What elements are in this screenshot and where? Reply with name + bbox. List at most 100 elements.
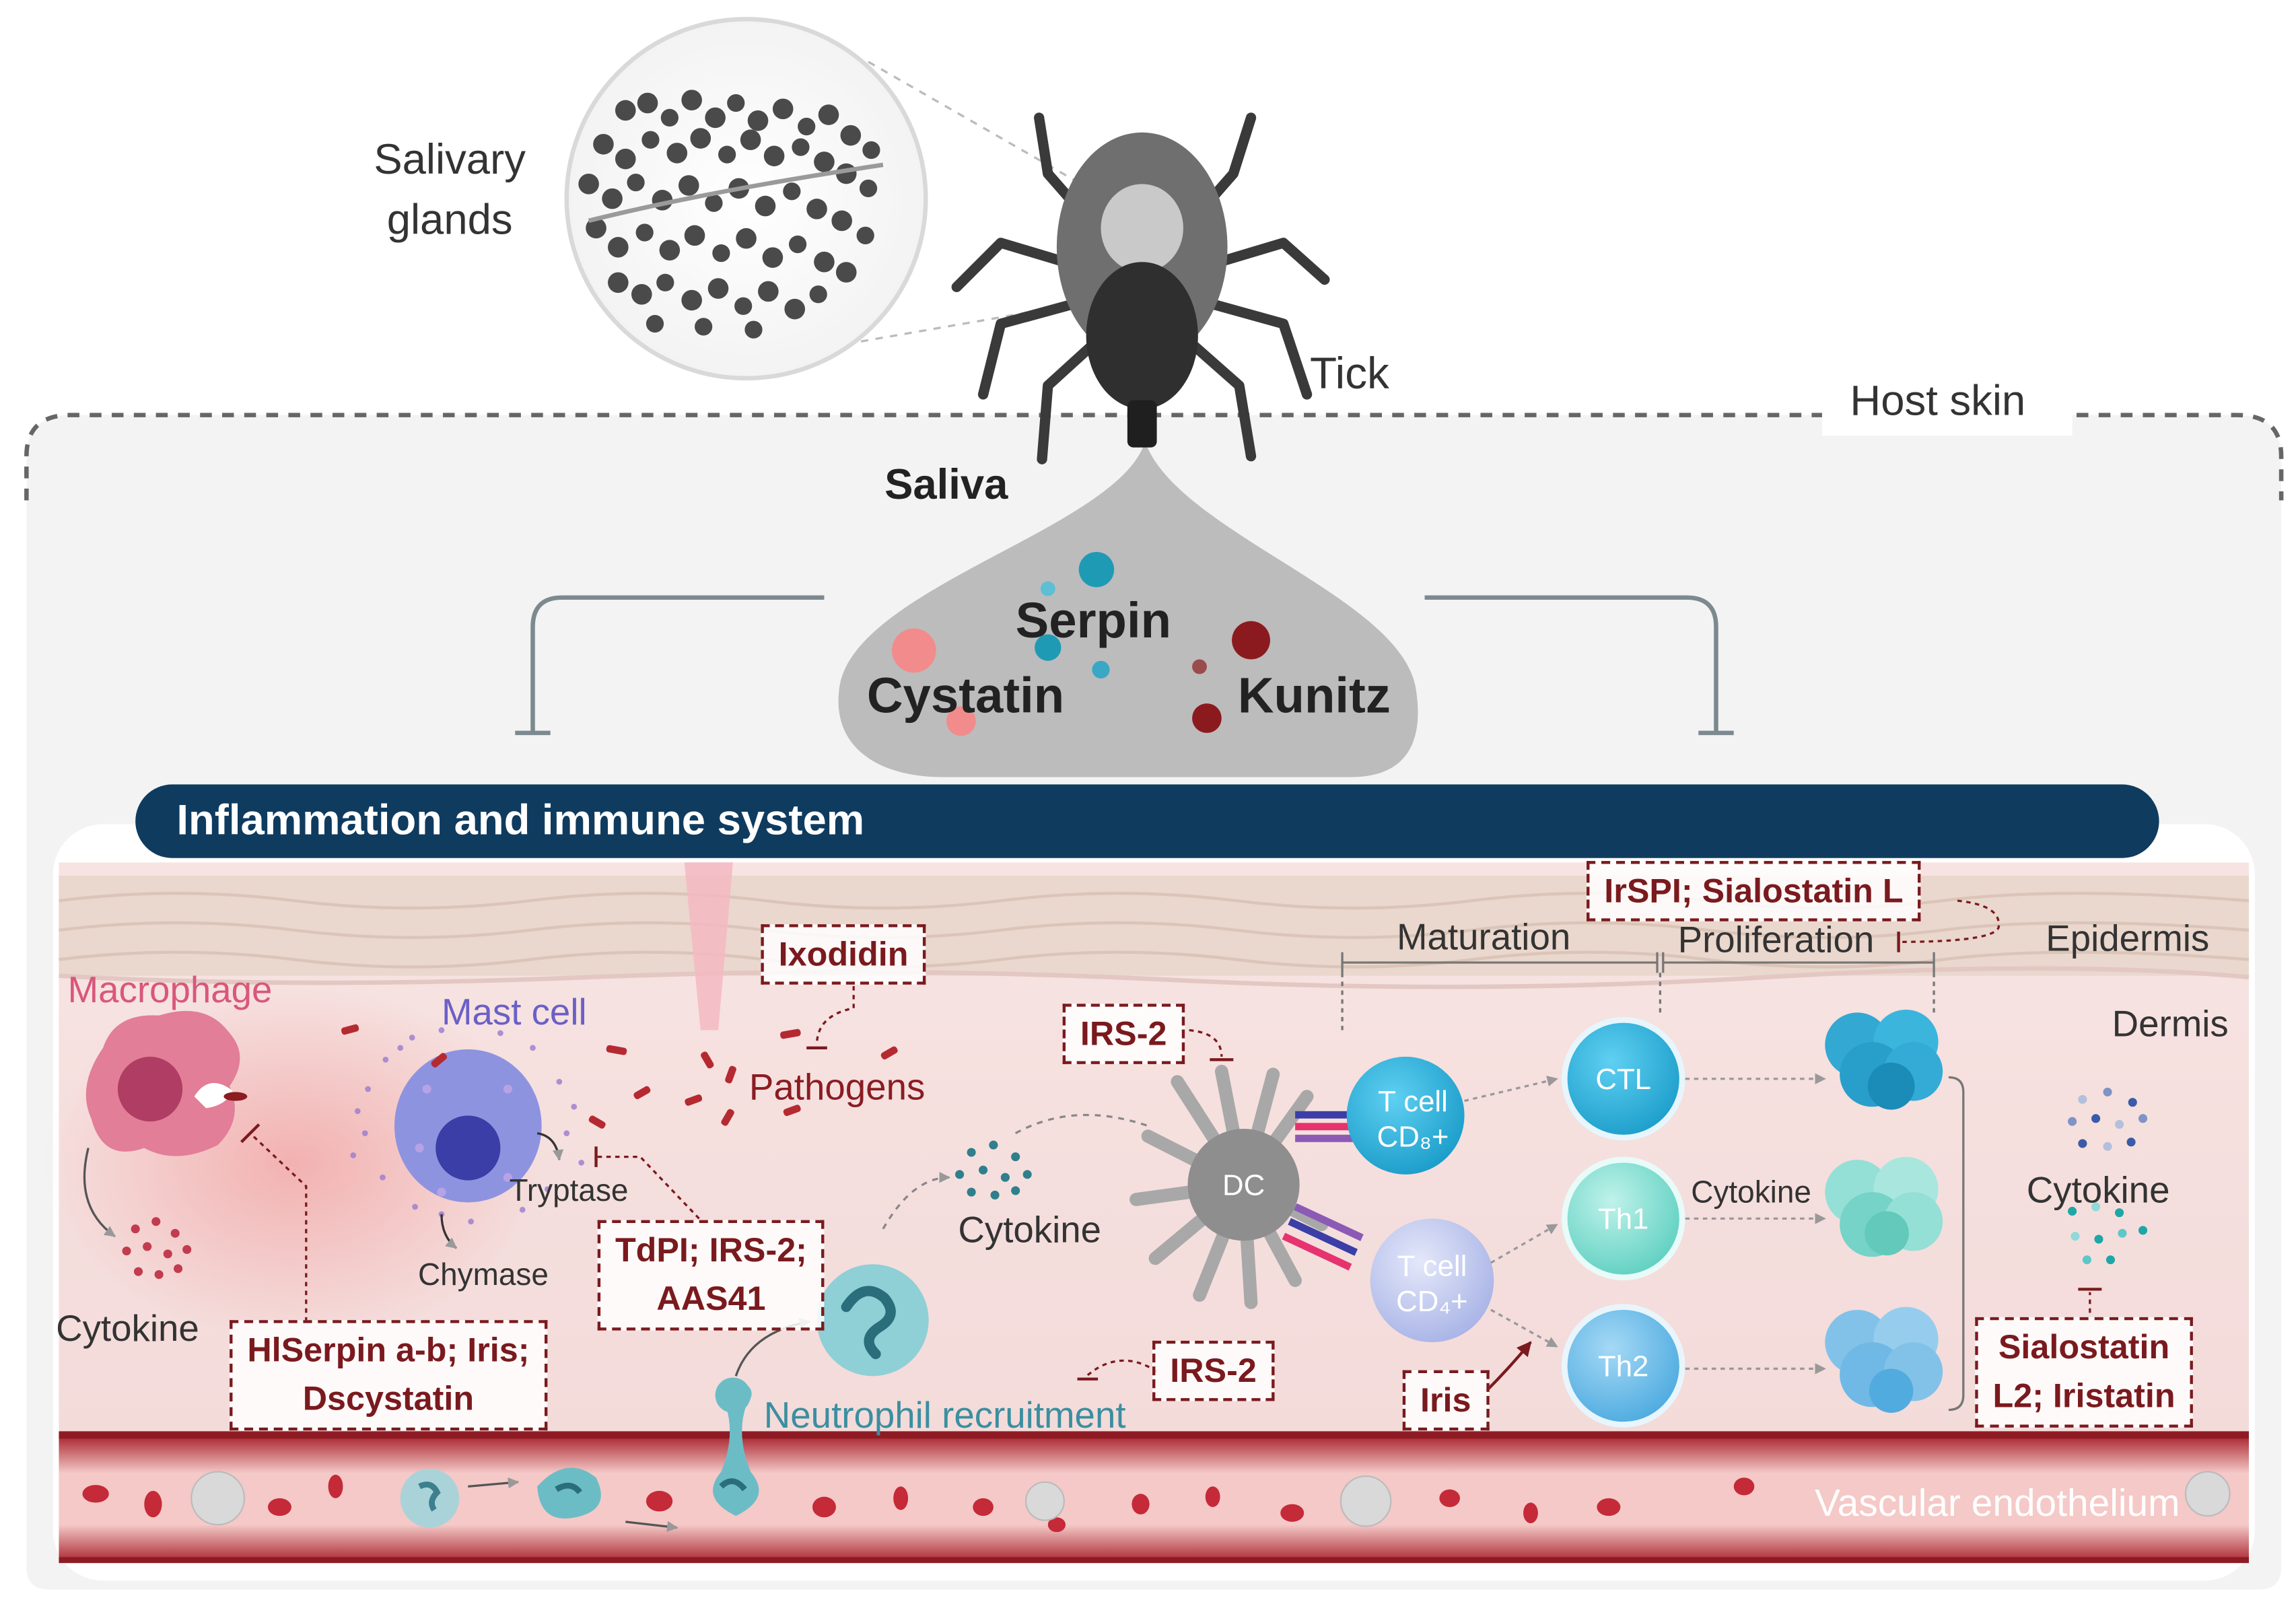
serpin-molecule xyxy=(1092,660,1110,678)
tcell-cd4-line1: T cell xyxy=(1397,1251,1467,1284)
neutrophil-migrating xyxy=(400,1377,759,1533)
salivary-gland-acini xyxy=(578,90,880,339)
kunitz-molecule xyxy=(1232,621,1270,660)
sialostatin-line1: Sialostatin xyxy=(1998,1327,2170,1366)
tcell-cd8 xyxy=(1346,1056,1465,1175)
pathogens-label: Pathogens xyxy=(749,1067,926,1109)
dc-cytokine-link xyxy=(1014,1113,1148,1135)
maturation-label: Maturation xyxy=(1396,917,1571,958)
serpin-label: Serpin xyxy=(1015,593,1172,650)
neutrophil xyxy=(816,1264,929,1376)
mast-cell-label: Mast cell xyxy=(441,991,587,1033)
cytokine-macrophage-label: Cytokine xyxy=(56,1308,199,1350)
tryptase-label: Tryptase xyxy=(509,1174,629,1209)
serpin-molecule xyxy=(1078,551,1115,588)
macrophage-label: Macrophage xyxy=(67,969,273,1012)
inhibition-bar xyxy=(240,1123,260,1144)
hlserpin-connector xyxy=(249,1132,308,1322)
ctl-cluster xyxy=(1825,1009,1943,1110)
sialostatin-l2-iristatin-box: Sialostatin L2; Iristatin xyxy=(1975,1317,2193,1428)
host-skin-label: Host skin xyxy=(1850,378,2026,425)
tick-bite-channel xyxy=(684,862,733,1031)
proliferation-bracket xyxy=(1659,952,1935,1016)
pathogens xyxy=(341,1024,898,1129)
tcell-cd8-label: T cell CD₈+ xyxy=(1362,1084,1465,1155)
epidermis-texture xyxy=(59,921,2250,939)
cytokine-dots-right xyxy=(2068,1087,2148,1265)
tdpi-irs2-aas41-box: TdPI; IRS-2; AAS41 xyxy=(597,1220,825,1330)
cystatin-molecule xyxy=(946,706,976,736)
tcell-cd4-label: T cell CD₄+ xyxy=(1381,1249,1484,1320)
ixodidin-connector xyxy=(815,985,855,1045)
cytokine-th-label: Cytokine xyxy=(1691,1176,1811,1210)
mast-cell xyxy=(350,1027,585,1225)
irs2-neutrophil-box: IRS-2 xyxy=(1152,1340,1275,1402)
salivary-duct xyxy=(588,162,884,223)
dc-tcell-receptors xyxy=(1282,1111,1364,1271)
cd4-to-th1-arrow xyxy=(1490,1223,1558,1264)
cytokine-dots-macrophage xyxy=(122,1217,192,1280)
saliva-inhibition-right xyxy=(1424,595,1718,733)
th2-cell xyxy=(1561,1304,1685,1428)
tryptase-arrow xyxy=(536,1131,564,1161)
th2-cluster xyxy=(1825,1306,1943,1414)
tcell-cd8-line1: T cell xyxy=(1378,1086,1448,1119)
neutrophil-recruitment-label: Neutrophil recruitment xyxy=(763,1395,1126,1437)
ctl-cell xyxy=(1561,1016,1685,1141)
saliva-drop xyxy=(838,441,1418,777)
irs2-neutrophil-connector xyxy=(1085,1359,1158,1377)
tdpi-line2: AAS41 xyxy=(656,1279,766,1318)
ctl-label: CTL xyxy=(1595,1063,1652,1096)
cytokine-dots-neutrophil xyxy=(955,1140,1032,1199)
banner-inflammation: Inflammation and immune system xyxy=(135,784,2159,858)
hlserpin-line2: Dscystatin xyxy=(302,1379,475,1418)
dc-label: DC xyxy=(1222,1170,1265,1203)
red-blood-cells xyxy=(82,1474,1755,1533)
proliferation-label: Proliferation xyxy=(1677,919,1875,961)
cystatin-molecule xyxy=(892,628,936,673)
dermis-label: Dermis xyxy=(2112,1004,2229,1045)
epidermis-texture xyxy=(59,950,2250,969)
kunitz-molecule xyxy=(1192,703,1222,733)
salivary-glands-line1: Salivary xyxy=(374,137,526,184)
irspi-sialostatin-box: IrSPI; Sialostatin L xyxy=(1587,861,1921,922)
th1-cluster xyxy=(1825,1156,1943,1257)
ixodidin-box: Ixodidin xyxy=(761,924,926,985)
neutrophil-cytokine-arrow xyxy=(882,1172,950,1230)
macrophage-cytokine-arrow xyxy=(83,1148,116,1237)
saliva-label: Saliva xyxy=(884,462,1008,510)
tcell-cd8-line2: CD₈+ xyxy=(1377,1121,1449,1154)
chymase-label: Chymase xyxy=(417,1258,549,1292)
hlserpin-line1: HlSerpin a-b; Iris; xyxy=(247,1330,530,1369)
serpin-molecule xyxy=(1035,634,1062,661)
salivary-glands-line2: glands xyxy=(386,197,513,244)
tdpi-connector xyxy=(596,1155,700,1220)
saliva-inhibition-left xyxy=(530,595,825,733)
cd8-to-ctl-arrow xyxy=(1464,1076,1558,1103)
th1-label: Th1 xyxy=(1598,1204,1649,1236)
iris-arrow xyxy=(1485,1341,1532,1392)
th2-label: Th2 xyxy=(1598,1351,1649,1384)
irspi-connector xyxy=(1898,899,2001,943)
cytokine-neutrophil-label: Cytokine xyxy=(958,1210,1102,1251)
cd4-to-th2-arrow xyxy=(1490,1309,1558,1348)
kunitz-label: Kunitz xyxy=(1237,668,1391,724)
serpin-molecule xyxy=(1040,581,1055,596)
irs2-dc-box: IRS-2 xyxy=(1062,1004,1185,1065)
host-skin-label-bg xyxy=(1821,385,2073,436)
epidermis-label: Epidermis xyxy=(2046,918,2210,960)
tcell-cd4-line2: CD₄+ xyxy=(1396,1286,1468,1319)
white-blood-cells xyxy=(190,1471,2231,1527)
th1-cell xyxy=(1561,1156,1685,1281)
chymase-arrow xyxy=(440,1214,458,1249)
tdpi-line1: TdPI; IRS-2; xyxy=(615,1230,807,1269)
cystatin-label: Cystatin xyxy=(866,668,1065,724)
maturation-bracket xyxy=(1341,952,1659,1031)
zoom-line xyxy=(860,293,1134,343)
tcell-cd4 xyxy=(1370,1218,1494,1343)
hlserpin-iris-dscystatin-box: HlSerpin a-b; Iris; Dscystatin xyxy=(230,1320,547,1430)
vascular-endothelium-label: Vascular endothelium xyxy=(1814,1480,2180,1525)
epidermis-border xyxy=(59,966,2250,989)
